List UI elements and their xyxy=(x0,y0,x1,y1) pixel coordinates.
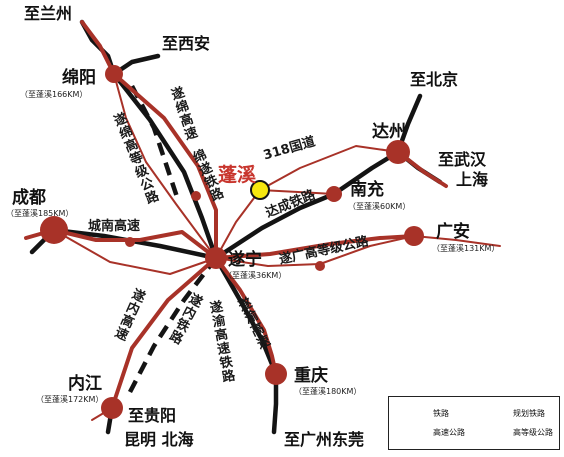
dest-beijing: 至北京 xyxy=(410,70,459,89)
dest-guiyang: 至贵阳 xyxy=(128,406,177,425)
node-mianyang xyxy=(105,65,123,83)
label-mianyang: 绵阳 xyxy=(62,68,96,88)
distance-mianyang: （至蓬溪166KM） xyxy=(20,90,88,99)
highway-guangan-east xyxy=(413,235,501,247)
expressway-mianyang-north xyxy=(80,20,116,76)
expressway-chengnan xyxy=(52,228,218,260)
node-dazhou xyxy=(386,140,410,164)
planned-rail-mianyang xyxy=(130,84,181,201)
expressway-suiyu xyxy=(214,256,278,376)
rail-mianshui xyxy=(111,71,219,261)
expressway-suiguang xyxy=(214,234,416,260)
legend-planned-label: 规划铁路 xyxy=(513,409,545,418)
expressway-suimian xyxy=(112,72,218,260)
legend-railway-label: 铁路 xyxy=(433,409,449,418)
legend: 铁路 规划铁路 高速公路 高等级公路 xyxy=(388,396,560,450)
label-suining: 遂宁 xyxy=(228,250,262,270)
highway-suimian xyxy=(113,73,217,259)
node-chongqing xyxy=(265,363,287,385)
highway-chengdu-suining xyxy=(53,229,217,275)
dest-guangzhou-dongguan: 至广州东莞 xyxy=(284,430,365,449)
highway-penxi-nanchong xyxy=(259,189,335,195)
node-nanchong xyxy=(326,186,342,202)
node-neijiang xyxy=(101,397,123,419)
node-chengdu xyxy=(40,216,68,244)
planned-rail-suinei xyxy=(128,256,218,394)
distance-guangan: （至蓬溪131KM） xyxy=(432,244,500,253)
dest-wuhan: 至武汉 xyxy=(438,150,487,169)
dest-kunming-beihai: 昆明 北海 xyxy=(124,430,194,449)
label-nanchong: 南充 xyxy=(350,180,384,200)
road-label-chengnan: 城南高速 xyxy=(88,219,141,234)
node-minor-3 xyxy=(315,261,325,271)
node-guangan xyxy=(404,226,424,246)
dest-xian: 至西安 xyxy=(162,34,211,53)
expressway-suinei xyxy=(110,256,218,410)
node-minor-1 xyxy=(191,191,201,201)
label-neijiang: 内江 xyxy=(68,374,102,394)
label-penxi: 蓬溪 xyxy=(218,164,257,186)
label-guangan: 广安 xyxy=(436,222,470,242)
highway-g318 xyxy=(259,145,399,191)
node-penxi xyxy=(250,180,270,200)
label-dazhou: 达州 xyxy=(372,122,406,142)
label-chongqing: 重庆 xyxy=(294,366,328,386)
dest-shanghai: 上海 xyxy=(456,170,489,189)
legend-expressway-label: 高速公路 xyxy=(433,428,465,437)
label-chengdu: 成都 xyxy=(12,188,46,208)
dest-lanzhou: 至兰州 xyxy=(24,4,73,23)
rail-suiyu xyxy=(213,255,279,377)
distance-chongqing: （至蓬溪180KM） xyxy=(294,387,362,396)
distance-neijiang: （至蓬溪172KM） xyxy=(36,395,104,404)
node-minor-2 xyxy=(125,237,135,247)
distance-suining: （至蓬溪36KM） xyxy=(224,271,287,280)
distance-nanchong: （至蓬溪60KM） xyxy=(348,202,411,211)
legend-highway-label: 高等级公路 xyxy=(513,428,553,437)
node-suining xyxy=(205,247,227,269)
distance-chengdu: （至蓬溪185KM） xyxy=(6,209,74,218)
highway-suining-penxi xyxy=(215,189,261,259)
